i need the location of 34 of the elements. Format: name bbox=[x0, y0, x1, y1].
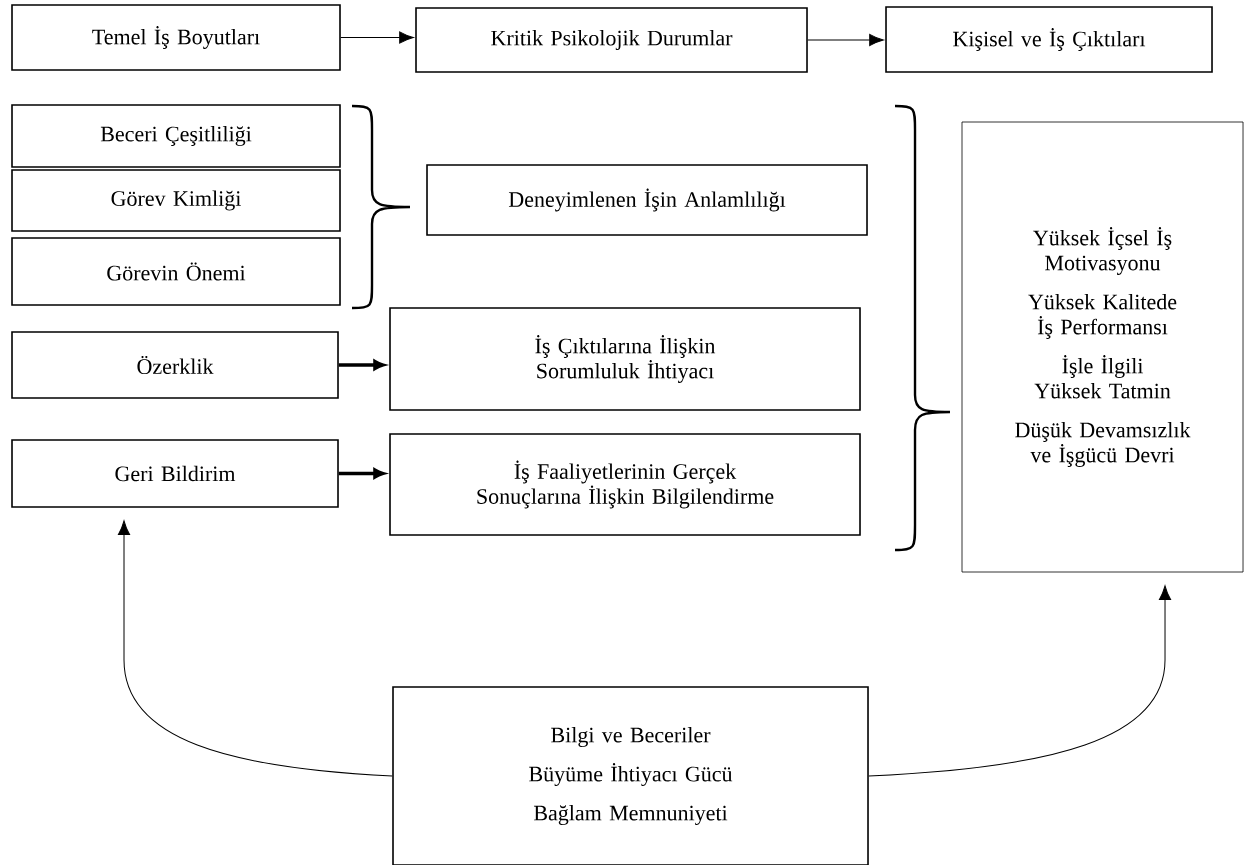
box-text: Görevin Önemi bbox=[107, 262, 246, 281]
arrow bbox=[868, 585, 1172, 777]
process-box bbox=[426, 164, 868, 236]
box-text: Kişisel ve İş Çıktıları bbox=[953, 28, 1146, 51]
arrow bbox=[807, 33, 884, 47]
header-box bbox=[885, 6, 1213, 73]
box-text: İş Faaliyetlerinin Gerçek Sonuçlarına İlişkin Bilgilendirme bbox=[477, 460, 774, 509]
box-text: Bilgi ve Beceriler Büyüme İhtiyacı Gücü Bağlam Memnuniyeti bbox=[529, 727, 733, 825]
process-box bbox=[389, 307, 861, 411]
arrow bbox=[117, 520, 393, 777]
process-box bbox=[11, 439, 339, 508]
process-box bbox=[389, 433, 861, 536]
node-label: Yüksek Kalitede İş Performansı bbox=[1028, 293, 1177, 339]
box-text: Yüksek İçsel İş Motivasyonu Yüksek Kalitede İş Performansı İşle İlgili Yüksek Tatmin Düşük Devamsızlık ve İşgücü Devri bbox=[1015, 227, 1191, 467]
box-text: Görev Kimliği bbox=[111, 190, 241, 211]
node-label: Düşük Devamsızlık ve İşgücü Devri bbox=[1015, 421, 1191, 467]
node-label: İşle İlgili Yüksek Tatmin bbox=[1034, 355, 1171, 399]
process-box bbox=[11, 169, 341, 232]
box-text: Geri Bildirim bbox=[115, 465, 236, 482]
process-box bbox=[11, 237, 341, 306]
process-box bbox=[11, 331, 339, 399]
box-text: İş Çıktılarına İlişkin Sorumluluk İhtiyacı bbox=[535, 335, 716, 383]
box-text: Kritik Psikolojik Durumlar bbox=[491, 30, 733, 50]
box-text: Deneyimlenen İşin Anlamlılığı bbox=[508, 188, 786, 212]
box-text: Temel İş Boyutları bbox=[92, 26, 260, 49]
header-box bbox=[11, 4, 341, 71]
box-text: Beceri Çeşitliliği bbox=[100, 126, 252, 146]
process-box bbox=[11, 104, 341, 168]
arrow bbox=[340, 31, 414, 44]
box-text: Özerklik bbox=[137, 356, 214, 375]
moderator-box bbox=[392, 686, 869, 865]
outcome-box bbox=[961, 121, 1244, 573]
node-label: Yüksek İçsel İş Motivasyonu bbox=[1033, 227, 1172, 275]
header-box bbox=[415, 7, 808, 73]
